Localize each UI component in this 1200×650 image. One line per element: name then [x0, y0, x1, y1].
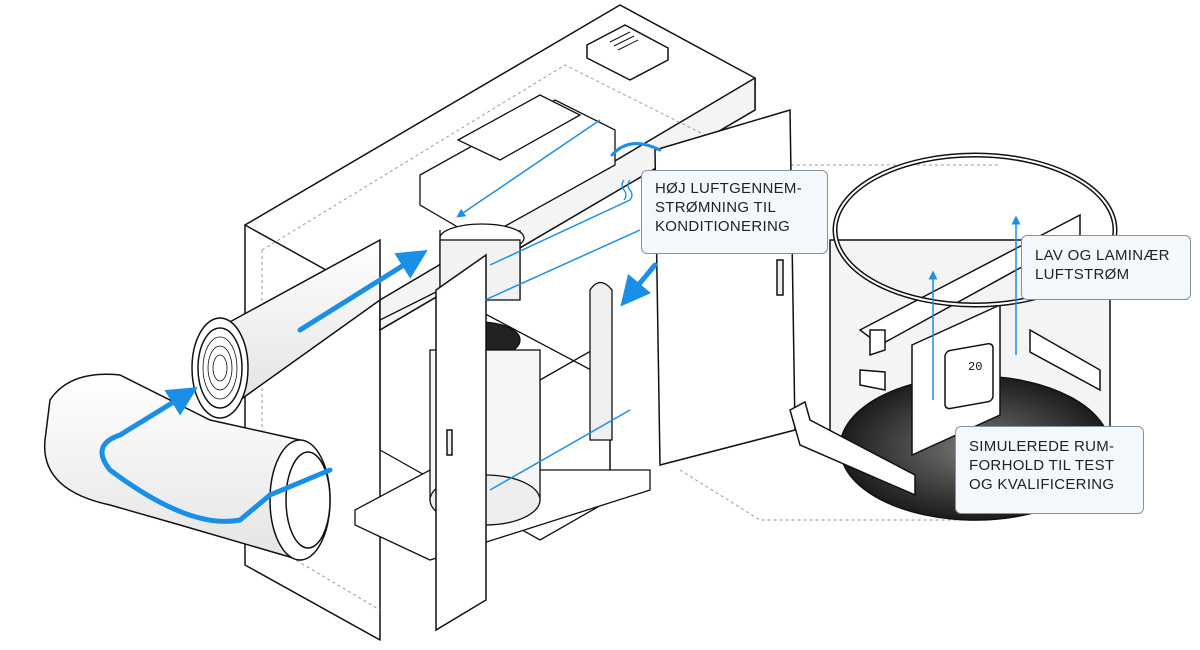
callout-line: KONDITIONERING: [655, 218, 791, 235]
right-door: [654, 109, 796, 466]
callout-line: OG KVALIFICERING: [969, 476, 1115, 493]
return-duct: [43, 373, 301, 561]
airflow-arrow-return: [99, 387, 333, 524]
roof-vent: [586, 24, 669, 81]
callout-line: HØJ LUFTGENNEM-: [655, 180, 802, 197]
callout-line: FORHOLD TIL TEST: [969, 457, 1115, 474]
callout-simulated-conditions: SIMULEREDE RUM- FORHOLD TIL TEST OG KVAL…: [955, 426, 1144, 514]
front-door: [435, 253, 487, 632]
callout-line: SIMULEREDE RUM-: [969, 438, 1115, 455]
mounting-arm: [789, 400, 916, 497]
airflow-arrow-down: [620, 262, 658, 307]
airflow-arrow-inlet: [297, 250, 428, 333]
thermostat-display: 20: [968, 360, 982, 374]
callout-high-airflow: HØJ LUFTGENNEM- STRØMNING TIL KONDITIONE…: [641, 170, 828, 254]
callout-line: STRØMNING TIL: [655, 199, 777, 216]
callout-line: LUFTSTRØM: [1035, 266, 1130, 283]
thermostat: [944, 342, 994, 410]
callout-laminar-airflow: LAV OG LAMINÆR LUFTSTRØM: [1021, 235, 1191, 300]
callout-line: LAV OG LAMINÆR: [1035, 247, 1170, 264]
